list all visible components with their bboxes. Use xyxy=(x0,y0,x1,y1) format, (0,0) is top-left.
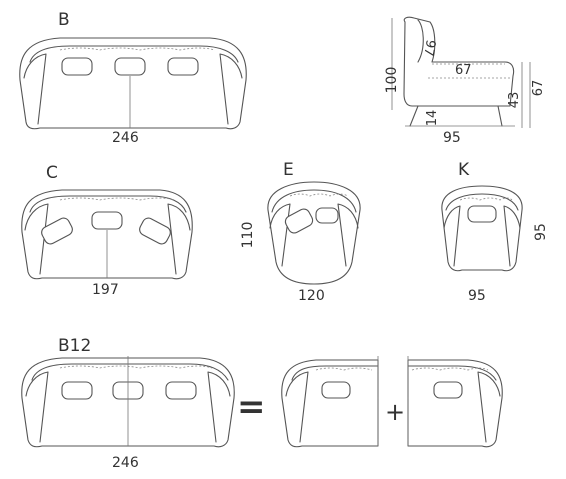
cushion xyxy=(61,381,93,400)
cushion xyxy=(321,381,351,399)
side-seat-height-label: 43 xyxy=(507,92,522,109)
plus-sign: + xyxy=(385,398,405,426)
armchair-e-drawing xyxy=(267,181,361,285)
side-seat-depth-label: 67 xyxy=(455,63,472,78)
b12-right-module-drawing xyxy=(407,356,503,448)
depth-label-e: 110 xyxy=(240,222,256,249)
cushion xyxy=(165,381,197,400)
cushion xyxy=(167,57,199,76)
sofa-b-drawing xyxy=(19,37,247,130)
model-label-c: C xyxy=(46,163,58,183)
width-label-e: 120 xyxy=(298,288,325,304)
model-label-b12: B12 xyxy=(58,336,91,356)
cushion xyxy=(284,208,314,234)
side-back-angle-label: 97 xyxy=(420,38,438,57)
side-view-drawing xyxy=(403,16,515,127)
sofa-b12-drawing xyxy=(21,356,235,448)
cushion xyxy=(61,57,93,76)
width-label-k: 95 xyxy=(468,288,486,304)
width-label-c: 197 xyxy=(92,282,119,298)
width-label-b: 246 xyxy=(112,130,139,146)
depth-label-k: 95 xyxy=(533,223,549,241)
model-label-b: B xyxy=(58,10,70,30)
cushion xyxy=(467,205,497,223)
side-arm-height-label: 67 xyxy=(531,80,546,97)
b12-left-module-drawing xyxy=(281,356,379,448)
model-label-k: K xyxy=(458,160,470,180)
cushion xyxy=(315,207,339,224)
side-leg-height-label: 14 xyxy=(425,110,440,127)
side-depth-label: 95 xyxy=(443,130,461,146)
sofa-c-drawing xyxy=(21,189,193,280)
equals-sign: = xyxy=(237,387,266,427)
width-label-b12: 246 xyxy=(112,455,139,471)
cushion xyxy=(41,217,73,245)
cushion xyxy=(91,211,123,230)
cushion xyxy=(433,381,463,399)
side-height-label: 100 xyxy=(384,67,400,94)
armchair-k-drawing xyxy=(441,185,523,272)
model-label-e: E xyxy=(283,160,294,180)
cushion xyxy=(114,57,146,76)
cushion xyxy=(139,217,171,245)
